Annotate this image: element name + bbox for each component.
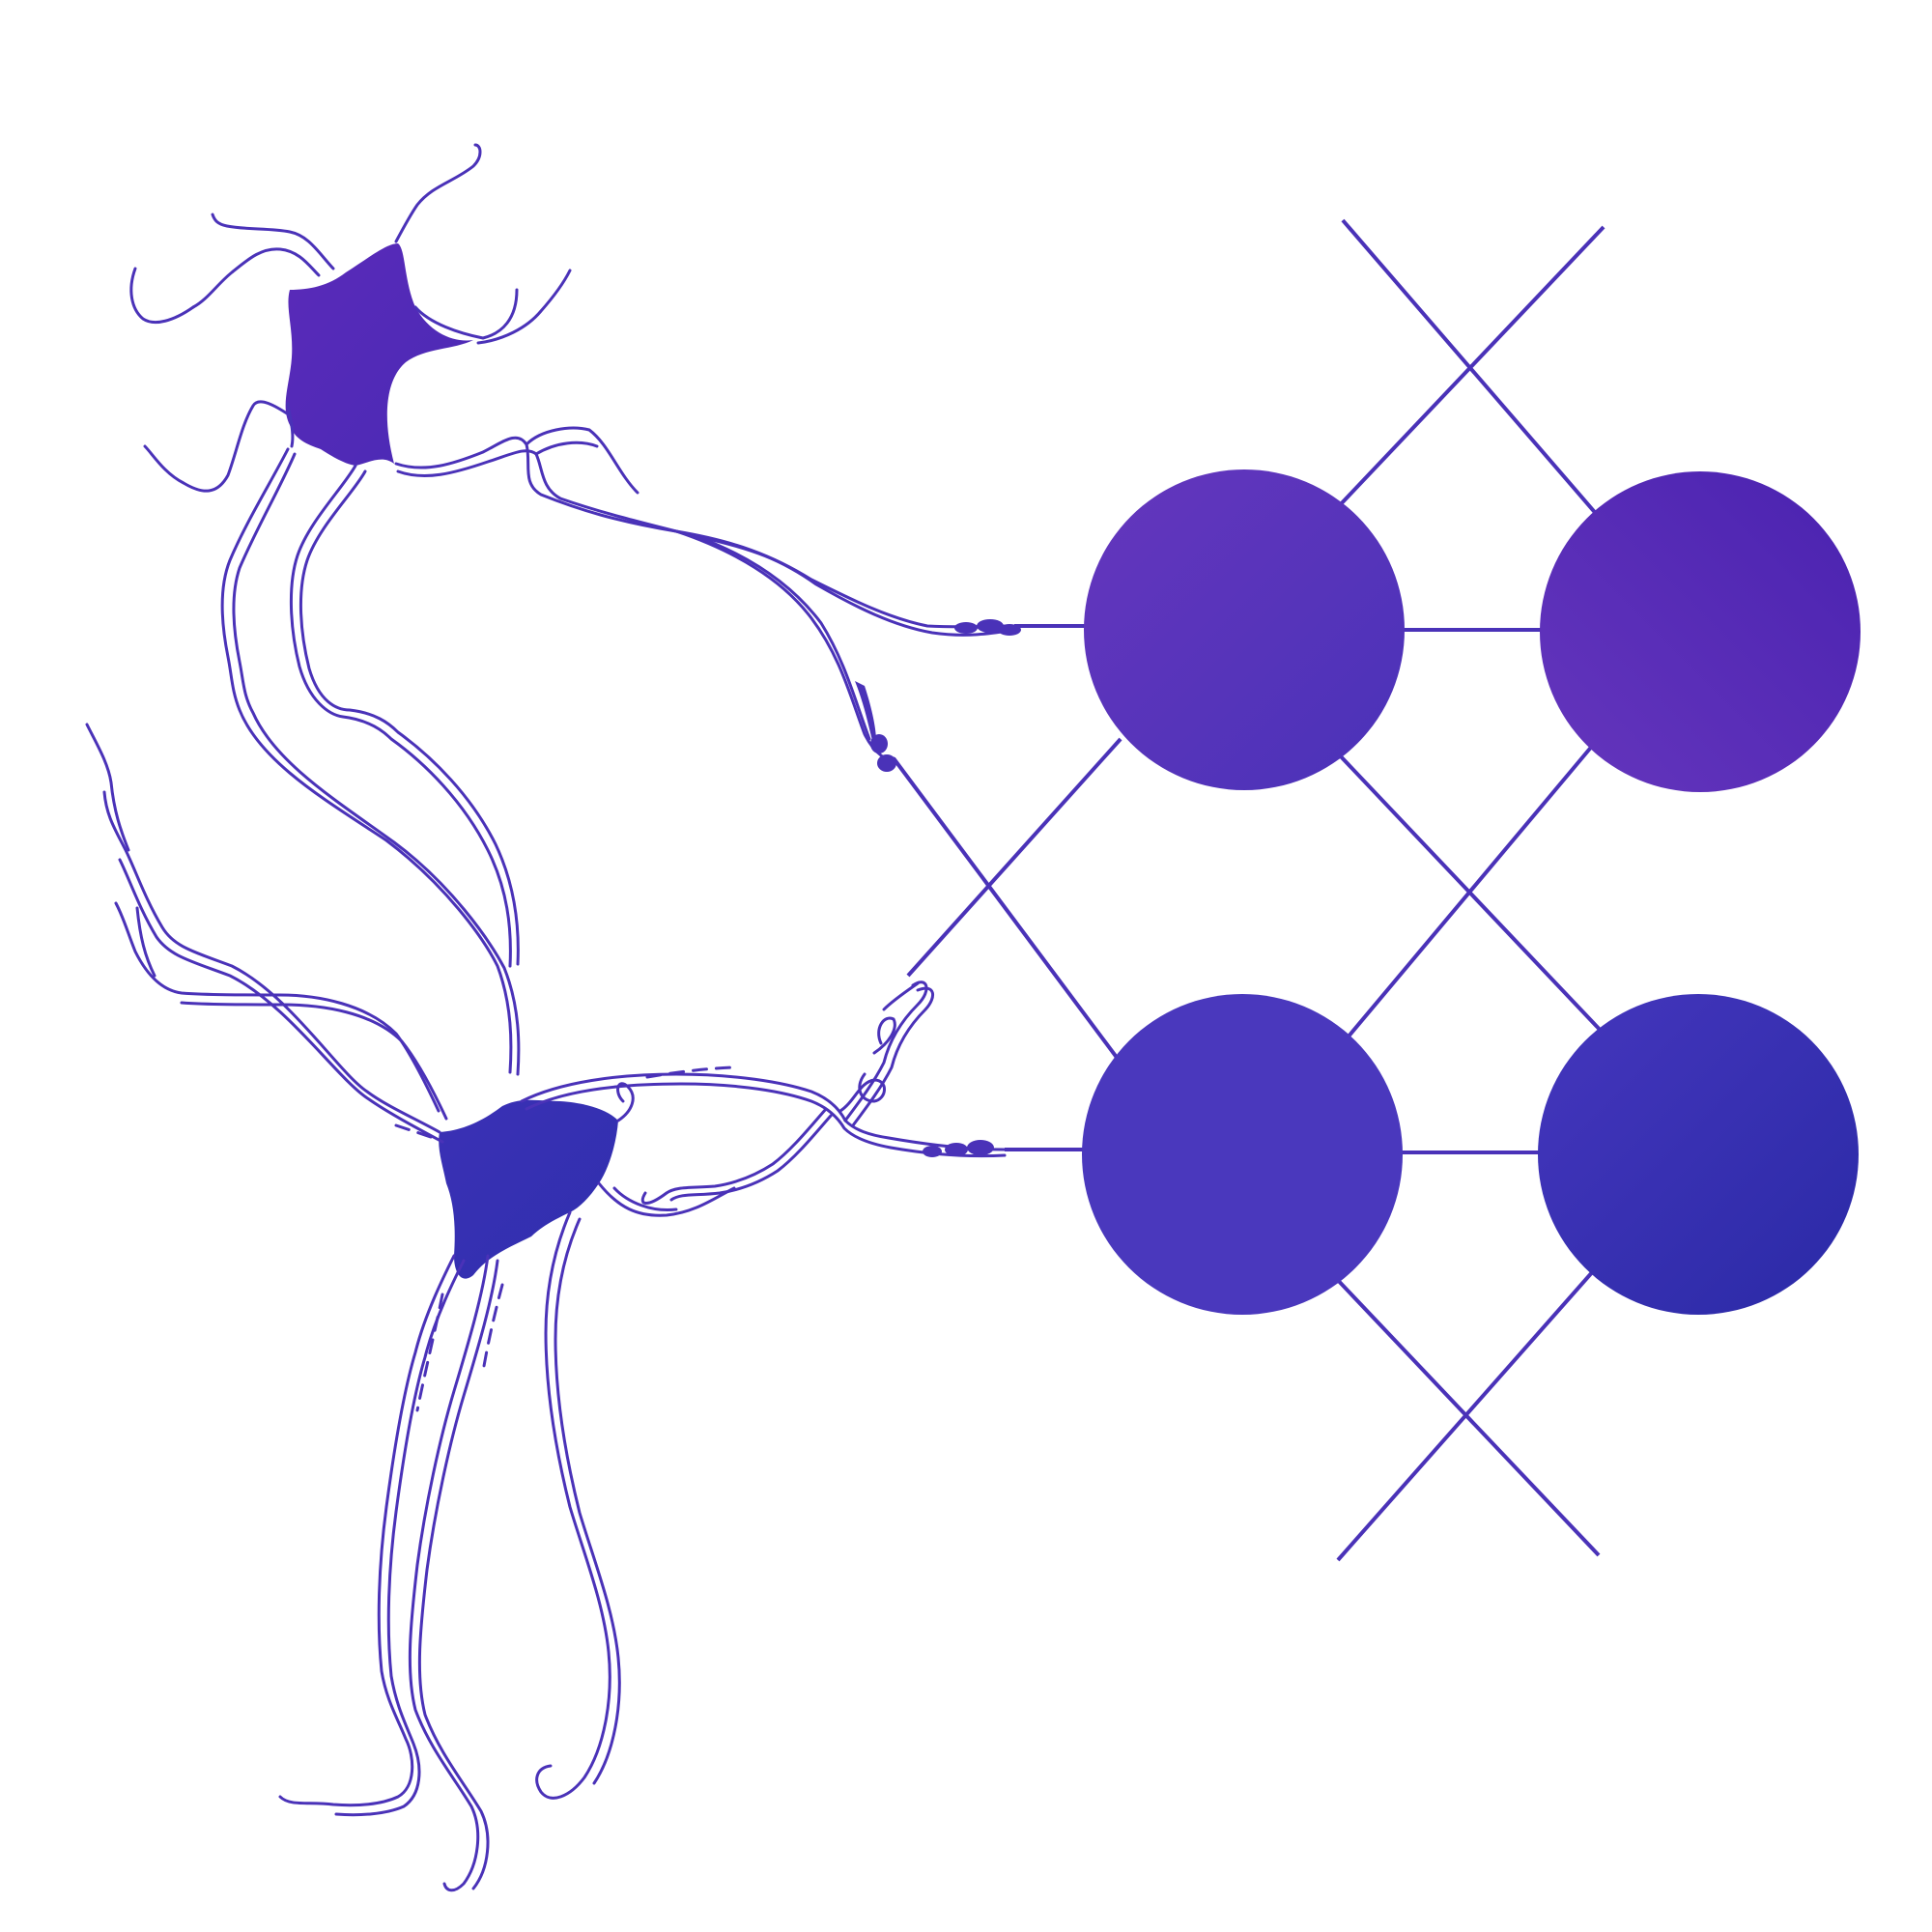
terminal-bead (945, 1143, 968, 1156)
axon-dashed (415, 1293, 444, 1412)
axon (694, 534, 871, 741)
axon (525, 426, 639, 495)
dendrite (413, 288, 519, 340)
neuron-soma-bottom (439, 1099, 618, 1279)
dendrite (129, 267, 195, 324)
lattice-line (906, 737, 1122, 978)
dendrite (191, 247, 321, 309)
dendrite (394, 143, 482, 243)
network-lattice (892, 218, 1605, 1562)
axon-dashed (645, 1065, 736, 1079)
dendrite (554, 1217, 621, 1785)
network-nodes (1082, 469, 1861, 1315)
lattice-line (1336, 225, 1605, 509)
dendrite (535, 1210, 611, 1800)
dendrite (286, 402, 295, 448)
terminal-bead (870, 734, 888, 753)
dendrite (180, 1001, 448, 1121)
terminal-bead (877, 754, 896, 772)
dendrite (289, 464, 512, 968)
axon (843, 980, 928, 1122)
axon-dashed (481, 1283, 504, 1374)
dendrite (408, 1254, 490, 1892)
axon-twist (640, 1107, 828, 1205)
axon (851, 986, 934, 1127)
terminal-bead (923, 1146, 942, 1157)
axon-bulge (855, 681, 876, 749)
dendrite (118, 858, 444, 1144)
axon-terminals-bottom (923, 1140, 994, 1157)
axon-twist (882, 981, 920, 1011)
dendrite (220, 447, 513, 1074)
dendrite (211, 213, 335, 270)
dendrite (417, 1259, 499, 1890)
dendrite (476, 269, 572, 345)
axon-terminals (870, 619, 1021, 772)
neuron-top (129, 143, 1021, 1076)
dendrite (135, 906, 156, 978)
dendrite (85, 723, 130, 852)
dendrite (616, 1082, 635, 1122)
axon (525, 1082, 1007, 1158)
terminal-bead (998, 624, 1021, 636)
axon (520, 1072, 1007, 1151)
dendrite (597, 1181, 736, 1217)
axon-dashed (394, 1123, 441, 1142)
lattice-line (1336, 1268, 1596, 1562)
dendrite (114, 901, 440, 1113)
lattice-line (892, 756, 1122, 1065)
network-node-bottom-left (1082, 994, 1403, 1315)
dendrite (334, 1259, 466, 1817)
dendrite (298, 469, 520, 966)
lattice-line (1341, 742, 1596, 1045)
dendrite (102, 790, 441, 1134)
neuron-bottom (85, 723, 1007, 1892)
axon-twist (838, 1072, 886, 1113)
dendrite (278, 1254, 456, 1807)
neuron-soma-top (285, 243, 473, 466)
dendrite (143, 400, 292, 493)
terminal-bead (967, 1140, 994, 1155)
axon (396, 449, 1016, 637)
dendrite (612, 1186, 678, 1212)
terminal-bead (954, 622, 978, 634)
axon (394, 436, 1016, 629)
terminal-bead (977, 619, 1004, 633)
network-node-top-left (1084, 469, 1405, 790)
network-node-bottom-right (1538, 994, 1859, 1315)
axon (534, 440, 599, 456)
axon-twist (872, 1016, 896, 1055)
axon-twist (669, 1114, 833, 1202)
dendrite (232, 452, 521, 1076)
network-node-top-right (1540, 471, 1861, 792)
